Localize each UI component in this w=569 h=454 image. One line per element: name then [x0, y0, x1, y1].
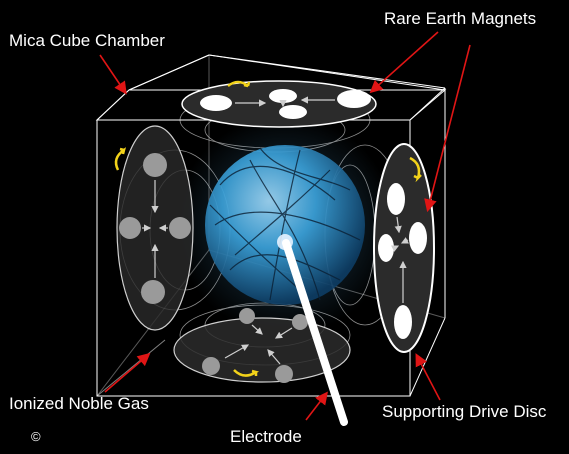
label-electrode: Electrode — [230, 427, 302, 446]
magnet-icon — [337, 90, 371, 108]
leader-arrows — [99, 31, 471, 421]
magnet-icon — [169, 217, 191, 239]
magnet-icon — [279, 105, 307, 119]
magnet-icon — [378, 234, 394, 262]
magnet-icon — [394, 305, 412, 339]
magnet-icon — [202, 357, 220, 375]
rotation-arrow-icon — [233, 369, 260, 377]
rotation-arrow-icon — [227, 80, 251, 88]
leader-arrow-top-magnet — [369, 31, 439, 94]
leader-arrow-electrode — [305, 391, 328, 421]
leader-arrow-mica — [99, 54, 127, 95]
magnet-icon — [269, 89, 297, 103]
leader-arrow-noble-gas — [104, 352, 151, 393]
leader-arrow-drive-disc — [415, 353, 441, 401]
magnet-icon — [409, 222, 427, 254]
magnet-icon — [119, 217, 141, 239]
magnet-icon — [239, 308, 255, 324]
left-drive-disc — [114, 125, 194, 331]
plasma-sphere — [175, 115, 395, 335]
label-mica-cube-chamber: Mica Cube Chamber — [9, 31, 165, 50]
magnet-icon — [200, 95, 232, 111]
magnet-icon — [387, 183, 405, 215]
magnet-icon — [292, 314, 308, 330]
right-drive-disc — [373, 143, 435, 353]
leader-arrow-right-magnet — [424, 44, 471, 213]
rotation-arrow-icon — [114, 147, 126, 171]
magnet-icon — [141, 280, 165, 304]
magnet-icon — [143, 153, 167, 177]
top-drive-disc — [181, 80, 377, 128]
label-rare-earth-magnets: Rare Earth Magnets — [384, 9, 537, 28]
bottom-drive-disc — [173, 308, 351, 383]
rotation-arrow-icon — [409, 156, 422, 183]
label-ionized-noble-gas: Ionized Noble Gas — [9, 394, 149, 413]
copyright-mark: © — [31, 429, 41, 444]
electrode-rod-icon — [282, 239, 348, 426]
magnet-icon — [275, 365, 293, 383]
label-supporting-drive-disc: Supporting Drive Disc — [382, 402, 547, 421]
